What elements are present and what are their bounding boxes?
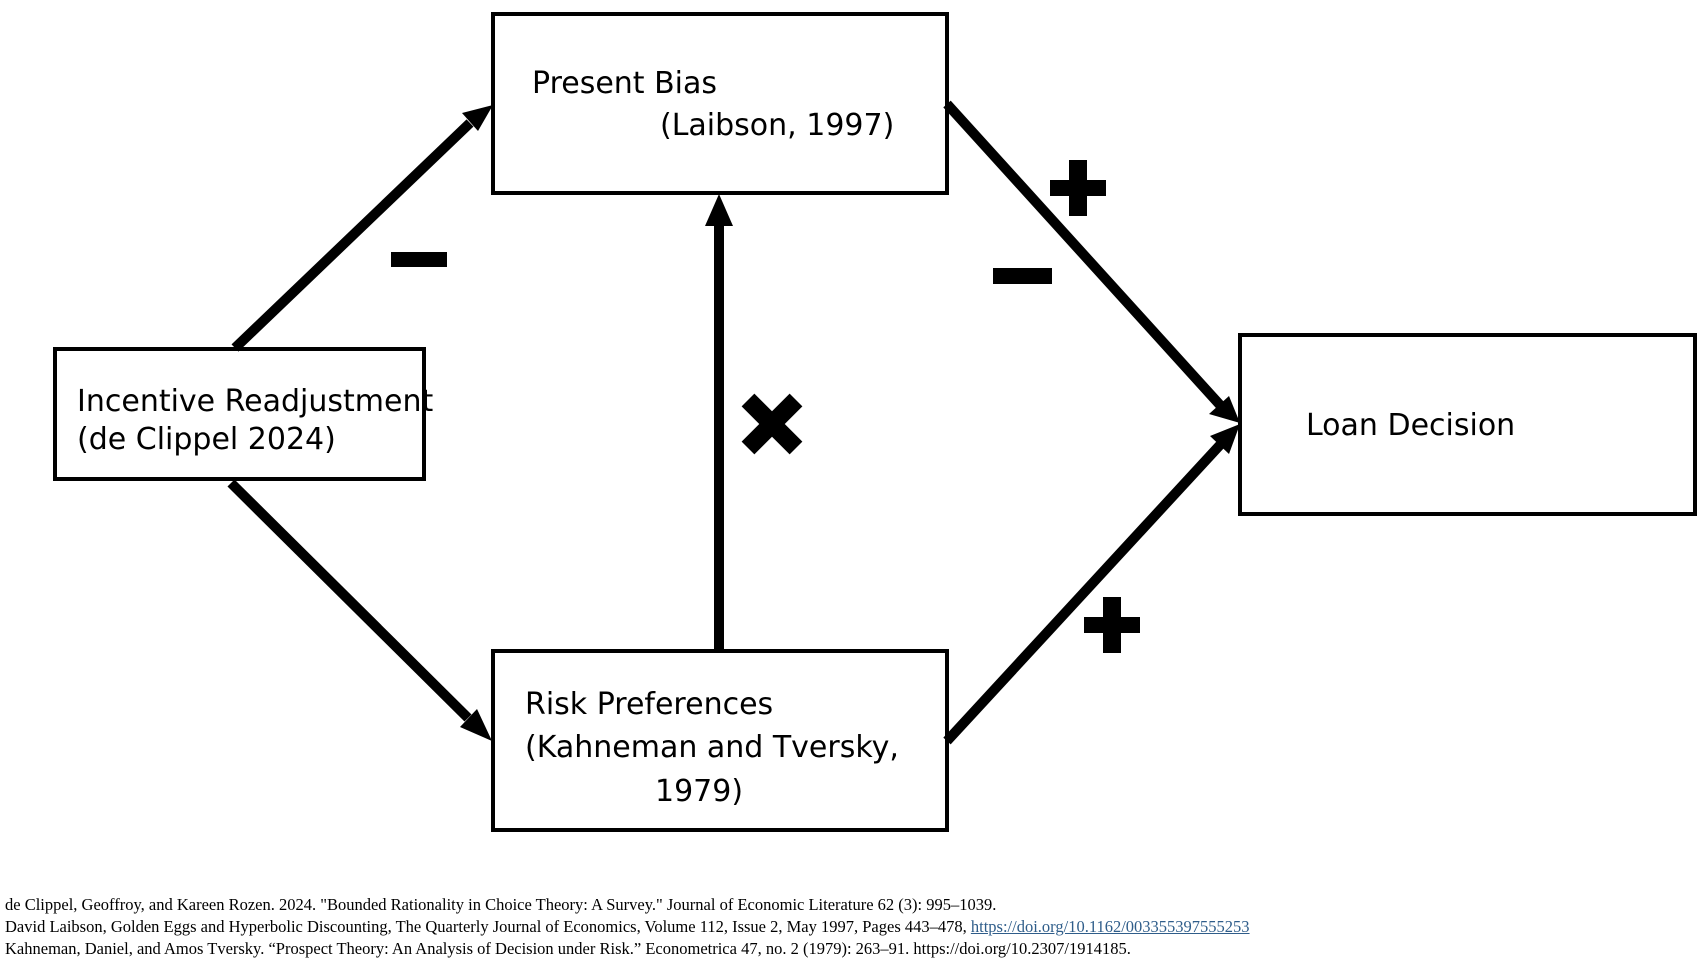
incentive-readjustment-title: Incentive Readjustment [77,384,433,419]
reference-de-clippel: de Clippel, Geoffroy, and Kareen Rozen. … [5,895,997,914]
plus-sign-risk-to-loan [1084,597,1140,653]
arrowhead-present-bias-bottom [705,194,733,226]
risk-preferences-citation-line1: (Kahneman and Tversky, [525,730,899,765]
loan-decision-title: Loan Decision [1306,408,1515,443]
plus-sign-present-bias-to-loan [1050,160,1106,216]
loan-decision-box [1238,333,1697,516]
arrowhead-risk-preferences-left [460,709,492,741]
references: de Clippel, Geoffroy, and Kareen Rozen. … [5,894,1695,960]
arrow-incentive-to-risk-preferences [227,479,472,722]
incentive-readjustment-citation: (de Clippel 2024) [77,422,336,457]
present-bias-citation: (Laibson, 1997) [660,108,894,143]
arrowhead-present-bias-left [462,105,493,131]
times-sign-interaction [741,393,803,455]
present-bias-box [491,12,949,195]
arrow-risk-to-loan [943,441,1224,745]
arrow-incentive-to-present-bias [231,119,474,352]
risk-preferences-box [491,649,949,832]
risk-preferences-title: Risk Preferences [525,687,773,722]
arrowhead-loan-lower [1210,424,1240,454]
incentive-readjustment-box [53,347,426,481]
minus-sign-incentive-to-present-bias [391,252,447,267]
reference-laibson-text: David Laibson, Golden Eggs and Hyperboli… [5,917,971,936]
arrowhead-loan-upper [1209,396,1240,423]
reference-laibson-doi-link[interactable]: https://doi.org/10.1162/003355397555253 [970,917,1250,936]
present-bias-title: Present Bias [532,66,717,101]
reference-laibson: David Laibson, Golden Eggs and Hyperboli… [5,916,1695,938]
arrow-present-bias-to-loan [943,100,1224,409]
reference-kahneman-tversky: Kahneman, Daniel, and Amos Tversky. “Pro… [5,939,1131,958]
minus-sign-present-bias-to-loan [993,268,1052,284]
risk-preferences-citation-line2: 1979) [655,774,743,809]
